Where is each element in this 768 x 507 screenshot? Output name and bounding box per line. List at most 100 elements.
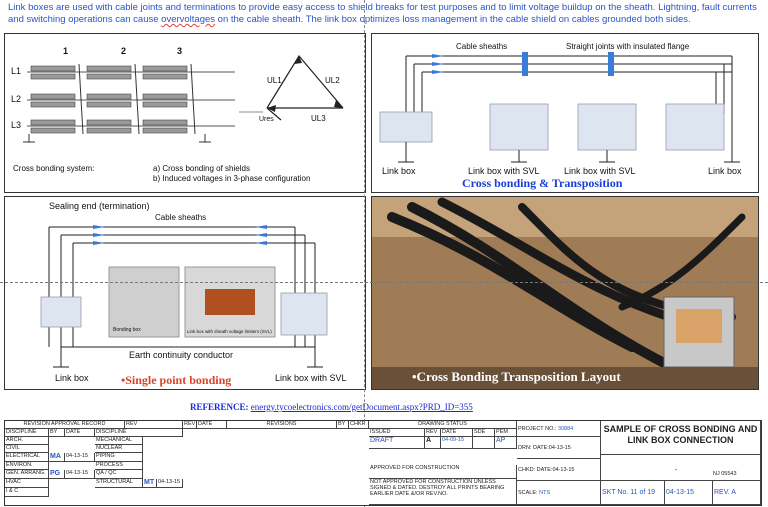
row-label-l3: L3 [11,120,22,130]
row-label-l2: L2 [11,94,22,104]
tb-disc-mechanical: MECHANICAL [95,437,143,445]
tb-sheet-title: SAMPLE OF CROSS BONDING AND LINK BOX CON… [601,421,761,455]
label-sealing-end: Sealing end (termination) [49,201,150,211]
intro-underlined-word: overvoltages [161,14,216,25]
tb-issued-col: ISSUED [369,429,425,437]
tb-date-col3: DATE [441,429,473,437]
transposition-svg [379,52,740,163]
tb-chkd-date: DATE:04-13-15 [536,467,575,473]
caption-label: Cross bonding system: [13,164,95,173]
intro-text-2: on the cable sheath. The link box optimi… [215,14,691,25]
tb-scale-value: NTS [539,490,551,496]
column-label-1: 1 [63,46,69,56]
tb-genarrang-by: PG [49,470,65,479]
tb-disc-ic: I & C [5,488,49,497]
tb-status-date: 04-09-15 [441,437,473,449]
tb-nj-label: NJ 05543 [713,471,737,477]
title-transposition-layout: •Cross Bonding Transposition Layout [412,369,621,384]
photo-caption-svl-box: Link box with sheath voltage limiters (S… [187,329,272,334]
tb-by-col: BY [337,421,349,429]
label-cable-sheaths-bl: Cable sheaths [155,213,207,222]
tb-project-no: PROJECT NO.: 30884 [517,421,601,437]
panel-cross-bonding-transposition: Cable sheaths Straight joints with insul… [371,33,759,193]
tb-date-col: DATE [197,421,227,429]
label-link-box-1: Link box [382,166,416,176]
reference-line: REFERENCE: energy.tycoelectronics.com/ge… [190,402,473,412]
panel-cross-bonding-system: 1 2 3 L1 L2 L3 UL1 UL2 UL3 Ures Cross bo… [4,33,366,193]
tb-disc-nuclear: NUCLEAR [95,445,143,453]
vector-label-ul1: UL1 [267,76,282,85]
tb-status-rev: A [425,437,441,449]
tb-skt-date: 04-13-15 [665,481,713,505]
tb-structural-date: 04-13-15 [157,479,183,488]
tb-drawing-status: DRAWING STATUS [369,421,517,429]
column-label-3: 3 [177,46,183,56]
photo-cross-bonding-layout: •Cross Bonding Transposition Layout [371,196,759,390]
photo-illustration [372,197,758,389]
tb-skt: SKT No. 11 of 19 [601,481,665,505]
title-block: REVISION APPROVAL RECORD REV REV DATE RE… [4,420,762,506]
tb-disc-arch: ARCH. [5,437,49,445]
tb-drn-label: DRN: [518,445,532,451]
tb-project-label: PROJECT NO.: [518,426,557,432]
center-dash-horizontal [0,282,768,283]
single-point-svg [40,225,328,368]
label-link-box-2: Link box [708,166,742,176]
tb-structural-by: MT [143,479,157,488]
tb-disc-electrical: ELECTRICAL [5,453,49,462]
tb-by-col2: BY [49,429,65,437]
tb-disc-genarrang: GEN. ARRANG. [5,470,49,479]
tb-revisions-col: REVISIONS [227,421,337,429]
vector-label-ul3: UL3 [311,114,326,123]
reference-label: REFERENCE: [190,402,249,412]
tb-disc-structural: STRUCTURAL [95,479,143,488]
tb-rev-col: REV [183,421,197,429]
tb-electrical-by: MA [49,453,65,462]
tb-scale: SCALE: NTS [517,481,601,505]
title-single-point-bonding: •Single point bonding [121,373,232,387]
tb-disc-civil: CIVIL [5,445,49,453]
photo-caption-bonding-box: Bonding box [113,327,141,333]
label-straight-joints: Straight joints with insulated flange [566,42,690,51]
tb-chkr-col: CHKR [349,421,369,429]
tb-dash: - [675,467,678,474]
label-earth-continuity: Earth continuity conductor [129,350,234,360]
tb-pem-col: PEM [495,429,517,437]
label-link-box-bl: Link box [55,373,89,383]
vector-label-ures: Ures [259,116,274,123]
tb-disc-process: PROCESS [95,462,143,470]
label-link-box-svl-2: Link box with SVL [564,166,636,176]
label-link-box-svl-bl: Link box with SVL [275,373,347,383]
caption-a: a) Cross bonding of shields [153,164,250,173]
tb-approved-for: APPROVED FOR CONSTRUCTION [369,465,517,479]
reference-link[interactable]: energy.tycoelectronics.com/getDocument.a… [250,402,473,412]
tb-date-col2: DATE [65,429,95,437]
tb-status-pem: AP [495,437,517,449]
tb-chkd: CHKD: DATE:04-13-15 [517,459,601,481]
tb-discipline-col: DISCIPLINE [5,429,49,437]
tb-electrical-date: 04-13-15 [65,453,95,462]
label-link-box-svl-1: Link box with SVL [468,166,540,176]
panel-single-point-bonding: Sealing end (termination) Cable sheaths … [4,196,366,390]
tb-drn: DRN: DATE:04-13-15 [517,437,601,459]
tb-genarrang-date: 04-13-15 [65,470,95,479]
vector-label-ul2: UL2 [325,76,340,85]
tb-rev-col2: REV [425,429,441,437]
tb-logo-area: - NJ 05543 [601,455,761,481]
intro-paragraph: Link boxes are used with cable joints an… [8,2,760,26]
tb-sde-col: SDE [473,429,495,437]
tb-disc-hvac: HVAC [5,479,49,488]
tb-disc-piping: PIPING [95,453,143,462]
tb-disc-qaqc: QA / QC [95,470,143,479]
tb-status-issue: DRAFT [369,437,425,449]
tb-chkd-label: CHKD: [518,467,536,473]
tb-not-approved: NOT APPROVED FOR CONSTRUCTION UNLESS SIG… [369,479,517,505]
tb-status-sde [473,437,495,449]
tb-disc-environ: ENVIRON. [5,462,49,470]
row-label-l1: L1 [11,66,22,76]
tb-project-value: 30884 [557,426,574,432]
tb-rev-label: REV. A [713,481,761,505]
tb-discipline-col-right: DISCIPLINE [95,429,183,437]
caption-b: b) Induced voltages in 3-phase configura… [153,174,311,183]
tb-drn-date: DATE:04-13-15 [532,445,571,451]
